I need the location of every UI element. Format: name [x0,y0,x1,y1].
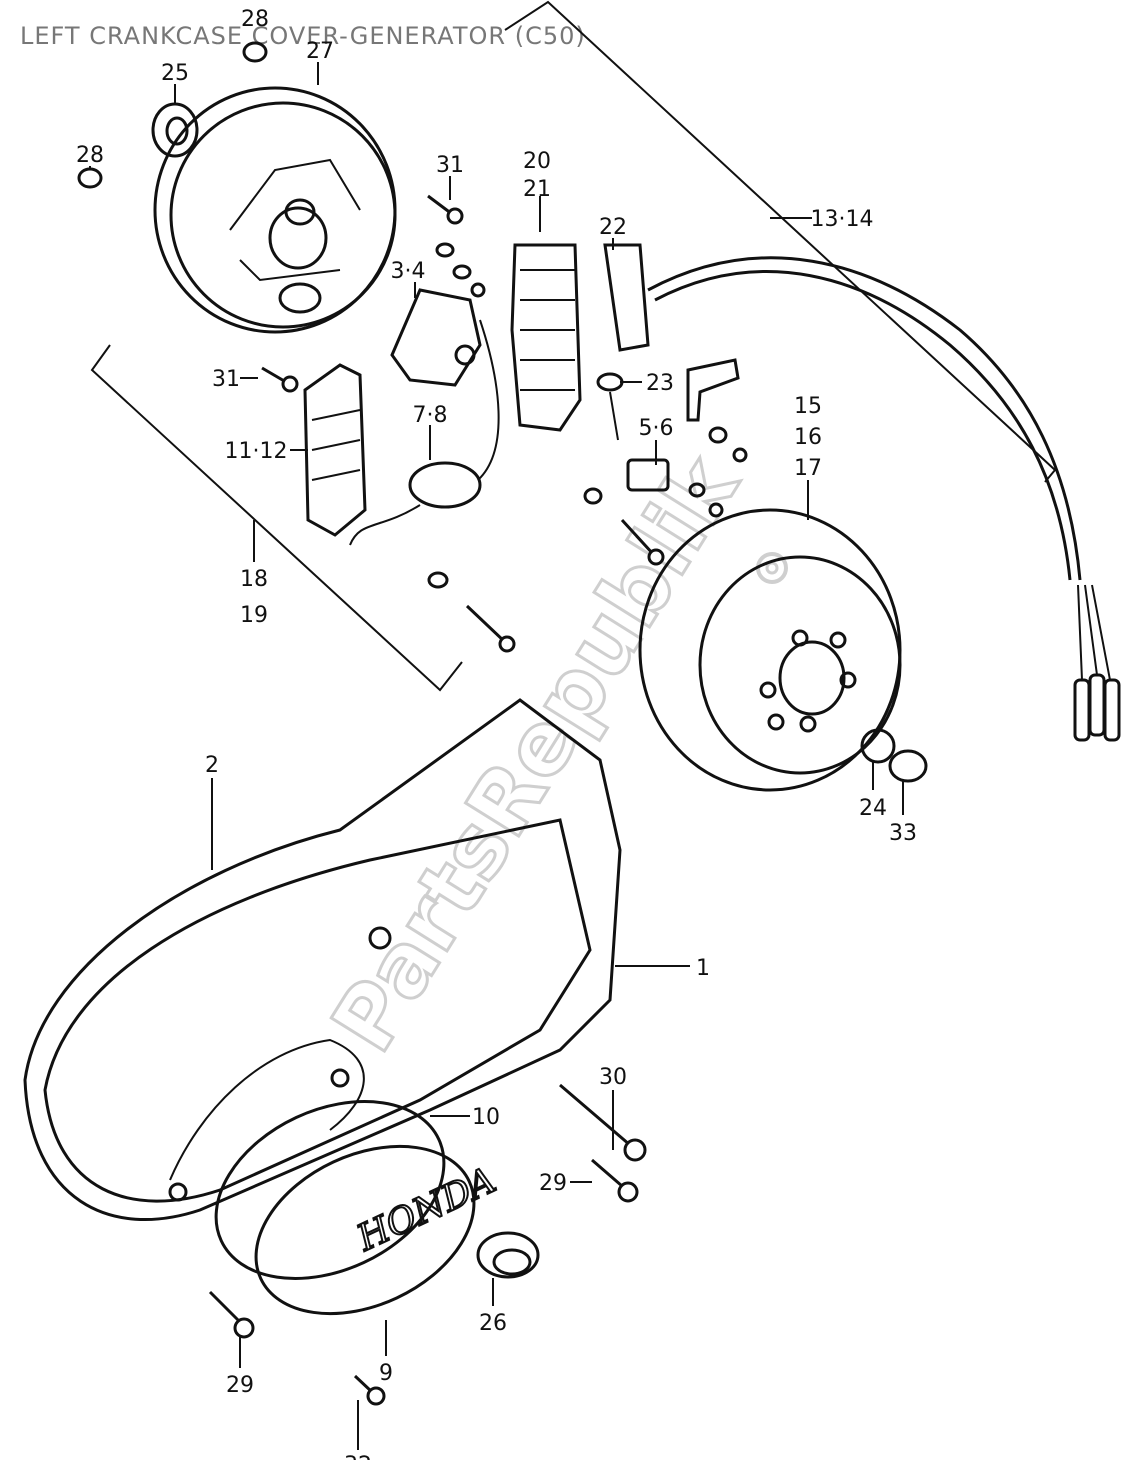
wire-harness [603,243,1121,742]
callout-29-right: 29 [539,1171,567,1196]
crankcase-cover [23,698,622,1222]
callout-3-4: 3·4 [391,259,426,284]
callout-17: 17 [794,456,822,481]
watermark: PartsRepublik [312,437,760,1070]
callout-19: 19 [240,603,268,628]
stator-base-plate [153,86,397,334]
condenser [349,319,500,546]
lighting-coil [510,243,582,432]
callout-31-top: 31 [436,153,464,178]
flywheel-rotor [638,508,902,792]
callout-27: 27 [306,39,334,64]
callout-18: 18 [240,567,268,592]
callout-25: 25 [161,61,189,86]
callout-15: 15 [794,394,822,419]
callout-31-left: 31 [212,367,240,392]
callout-26: 26 [479,1311,507,1336]
callout-13-14: 13·14 [811,207,874,232]
callout-11-12: 11·12 [225,439,288,464]
cover-cap-9: HONDA [254,1144,503,1316]
bracket-18-19 [90,344,463,692]
o-ring-28-top [242,41,268,63]
oil-seal-25 [151,102,199,158]
clip-bracket [686,358,740,422]
cap-gasket-10 [214,1100,446,1280]
honda-logo: HONDA [350,1160,502,1260]
callout-28-left: 28 [76,143,104,168]
diagram-title: LEFT CRANKCASE COVER-GENERATOR (C50) [20,22,586,50]
o-ring-28-left [77,167,103,189]
ignition-coil [303,363,367,537]
callout-1: 1 [696,956,710,981]
small-hardware [427,426,748,653]
bolts-lower [208,1083,647,1406]
callout-16: 16 [794,425,822,450]
callout-10: 10 [472,1105,500,1130]
contact-breaker [390,242,486,387]
callout-5-6: 5·6 [639,416,674,441]
callout-9: 9 [379,1361,393,1386]
screw-31-left [261,366,299,393]
callout-20: 20 [523,149,551,174]
grommet-23 [596,372,624,441]
callout-21: 21 [523,177,551,202]
callout-28-top: 28 [241,7,269,32]
callout-30: 30 [599,1065,627,1090]
bracket-13-14 [504,0,1057,483]
callout-29-left: 29 [226,1373,254,1398]
callout-24: 24 [859,796,887,821]
screw-31-top [427,194,464,225]
plug-26 [476,1231,540,1279]
washer-24-nut-33 [860,728,928,783]
svg-text:PartsRepublik: PartsRepublik [313,439,758,1069]
leader-lines [89,62,904,1450]
callout-23: 23 [646,371,674,396]
callout-32: 32 [344,1453,372,1460]
callout-22: 22 [599,215,627,240]
callout-7-8: 7·8 [413,403,448,428]
callout-labels: 28 27 25 28 31 20 21 22 13·14 3·4 31 23 … [76,7,917,1460]
callout-33: 33 [889,821,917,846]
callout-2: 2 [205,753,219,778]
